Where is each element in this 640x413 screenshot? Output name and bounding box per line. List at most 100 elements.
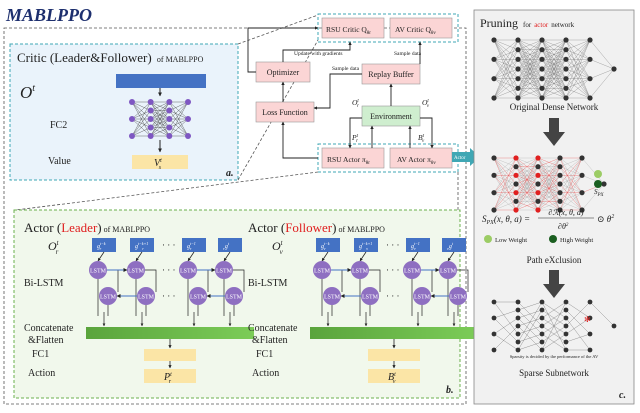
training-loop: RSU Critic Qθr AV Critic Qθv Optimizer R…: [247, 13, 459, 173]
lstm-node-label: LSTM: [440, 269, 457, 275]
net-edge: [515, 183, 539, 211]
net-node: [539, 315, 545, 321]
net-edge: [541, 39, 567, 89]
actor-arrow-text: Actor: [454, 156, 466, 161]
net-edge: [537, 183, 561, 211]
net-edge: [150, 127, 170, 137]
net-edge: [559, 157, 583, 211]
net-node: [611, 323, 617, 329]
token-sup: t−k+1: [138, 241, 148, 246]
net-edge: [150, 101, 170, 111]
net-node: [491, 190, 497, 196]
net-edge: [150, 101, 170, 137]
net-node: [515, 299, 521, 305]
lstm-node-label: LSTM: [450, 295, 467, 301]
actor-action-letter: P: [163, 372, 170, 383]
net-edge: [589, 301, 615, 327]
critic-input-label: Ot: [20, 83, 35, 102]
net-node: [557, 190, 563, 196]
net-edge: [565, 39, 591, 89]
net-node: [147, 116, 154, 122]
net-node: [557, 164, 563, 170]
lstm-skip-line: [457, 269, 469, 292]
net-edge: [565, 78, 591, 89]
net-edge: [515, 166, 539, 211]
net-edge: [565, 39, 591, 50]
net-node: [587, 299, 593, 305]
lstm-node-label: LSTM: [226, 295, 243, 301]
actor-title: Actor (Follower)of MABLPPO: [248, 220, 385, 235]
lstm-node-backward: [361, 287, 379, 305]
token-sup: t: [452, 241, 454, 246]
lstm-node-label: LSTM: [404, 269, 421, 275]
actor-flatten-label: &Flatten: [252, 335, 288, 346]
net-node: [515, 85, 521, 91]
lstm-node-backward: [137, 287, 155, 305]
token-sub: r: [142, 246, 144, 251]
net-edge: [541, 39, 567, 99]
down-arrow-1: [543, 118, 565, 146]
rsu-critic-sub: θr: [367, 31, 371, 36]
lstm-node-label: LSTM: [190, 295, 207, 301]
net-node: [515, 347, 521, 353]
actor-action-label: Action: [28, 368, 55, 379]
obs-rsu-sub: r: [357, 104, 359, 109]
net-node: [491, 56, 497, 62]
token-sub: v: [414, 246, 416, 251]
net-edge: [493, 49, 519, 79]
dense-network-label: Original Dense Network: [510, 102, 599, 112]
net-node: [491, 315, 497, 321]
net-edge: [589, 39, 615, 70]
lstm-node-label: LSTM: [138, 295, 155, 301]
spx-sub: PX: [597, 193, 605, 198]
actor-ellipsis-fwd: · · ·: [386, 265, 400, 275]
net-edge: [517, 309, 543, 351]
rsu-critic-text: RSU Critic Q: [326, 25, 367, 34]
net-edge: [169, 118, 189, 137]
net-edge: [559, 157, 583, 202]
actor-input-token: [182, 238, 206, 252]
net-edge: [169, 101, 189, 120]
lstm-node-backward: [99, 287, 117, 305]
actor-lstm-label: Bi-LSTM: [248, 278, 288, 289]
actor-input-token: [316, 238, 340, 252]
net-edge: [169, 127, 189, 137]
net-edge: [517, 39, 543, 79]
net-node: [491, 299, 497, 305]
lstm-input-arrow: [359, 251, 367, 262]
lstm-input-arrow: [321, 251, 329, 262]
formula-s: S: [482, 214, 487, 224]
lstm-node-label: LSTM: [180, 269, 197, 275]
actor-obs-sub: r: [56, 248, 59, 256]
critic-value-v: V: [154, 158, 162, 169]
lstm-input-arrow: [97, 251, 105, 262]
net-edge: [493, 333, 519, 351]
net-node: [563, 331, 569, 337]
net-node: [587, 95, 593, 101]
lstm-node-label: LSTM: [324, 295, 341, 301]
arrow-optimizer-to-critics: [282, 41, 352, 62]
av-actor-sub: θv: [431, 161, 436, 166]
net-edge: [493, 317, 519, 335]
actor-title-b: ): [97, 220, 101, 235]
net-node: [539, 307, 545, 313]
token-g: g: [135, 244, 138, 250]
net-edge: [537, 166, 561, 211]
net-node: [539, 85, 545, 91]
net-edge: [517, 39, 543, 99]
net-edge: [541, 301, 567, 351]
net-edge: [131, 118, 151, 137]
net-node: [557, 198, 563, 204]
lstm-node-label: LSTM: [362, 295, 379, 301]
lstm-node-forward: [89, 261, 107, 279]
actor-obs-sub: v: [280, 248, 284, 256]
net-edge: [493, 166, 517, 211]
critic-input-sup: t: [32, 83, 35, 94]
lstm-node-backward: [449, 287, 467, 305]
net-node: [563, 66, 569, 72]
